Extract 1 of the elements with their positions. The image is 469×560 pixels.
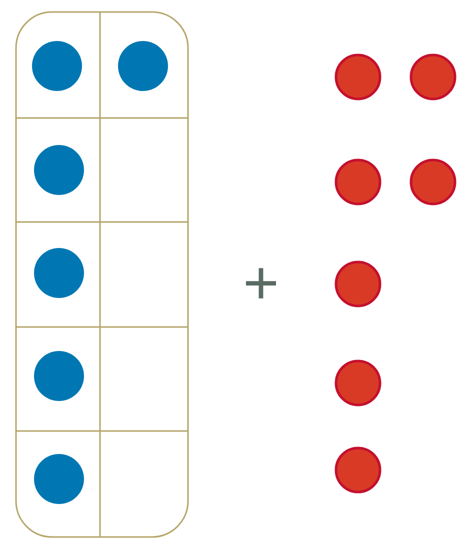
plus-sign: + (246, 268, 276, 298)
